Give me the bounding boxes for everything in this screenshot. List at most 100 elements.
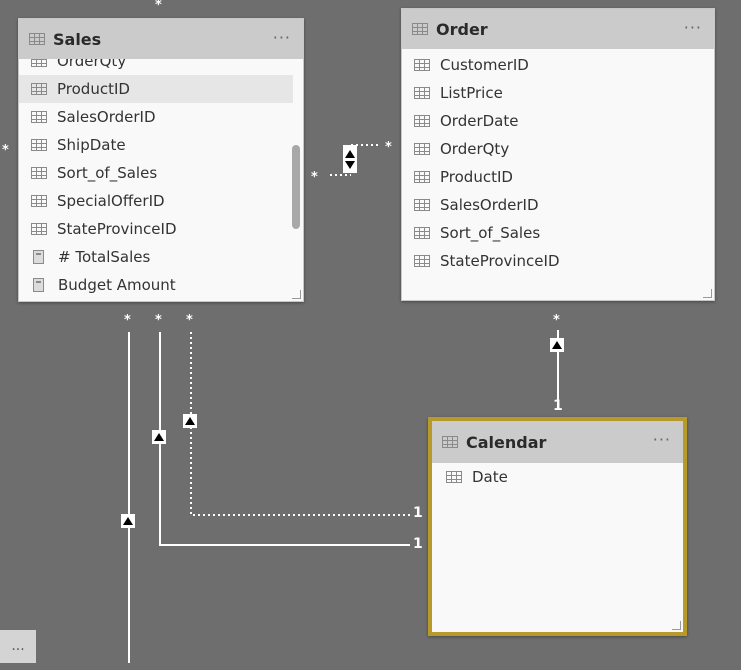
table-icon — [29, 33, 45, 45]
field-budget-amount[interactable]: Budget Amount — [19, 271, 293, 299]
filter-direction-icon[interactable] — [183, 414, 197, 428]
arrow-up-icon — [185, 417, 195, 425]
order-field-list[interactable]: CustomerID ListPrice OrderDate OrderQty … — [402, 51, 714, 300]
cardinality-many: * — [385, 140, 392, 155]
field-label: Budget Amount — [58, 276, 176, 294]
column-icon — [414, 199, 430, 211]
cardinality-many: * — [155, 0, 162, 13]
calendar-table-header[interactable]: Calendar ··· — [432, 421, 683, 463]
filter-direction-icon[interactable] — [152, 430, 166, 444]
field-label: OrderQty — [57, 59, 127, 70]
column-icon — [414, 143, 430, 155]
field-label: ProductID — [440, 168, 513, 186]
arrow-down-icon — [345, 160, 355, 169]
sales-table-header[interactable]: Sales ··· — [19, 19, 303, 59]
field-totalsales[interactable]: # TotalSales — [19, 243, 293, 271]
resize-grip-icon[interactable] — [703, 289, 712, 298]
table-icon — [442, 436, 458, 448]
column-icon — [31, 83, 47, 95]
filter-direction-icon[interactable] — [121, 514, 135, 528]
more-options-icon[interactable]: ··· — [683, 18, 702, 37]
sales-scrollbar[interactable] — [292, 145, 300, 229]
field-label: SalesOrderID — [440, 196, 539, 214]
cardinality-many: * — [124, 313, 131, 328]
sales-table[interactable]: Sales ··· OrderQty ProductID SalesOrderI… — [18, 18, 304, 302]
field-specialofferid[interactable]: SpecialOfferID — [19, 187, 293, 215]
column-icon — [31, 59, 47, 67]
field-date[interactable]: Date — [432, 463, 683, 491]
order-table-title: Order — [436, 19, 488, 39]
field-customerid[interactable]: CustomerID — [402, 51, 714, 79]
column-icon — [31, 195, 47, 207]
column-icon — [414, 255, 430, 267]
field-label: ShipDate — [57, 136, 126, 154]
column-icon — [414, 115, 430, 127]
cardinality-one: 1 — [413, 536, 423, 552]
field-salesorderid[interactable]: SalesOrderID — [402, 191, 714, 219]
field-listprice[interactable]: ListPrice — [402, 79, 714, 107]
order-table[interactable]: Order ··· CustomerID ListPrice OrderDate… — [401, 8, 715, 301]
column-icon — [31, 167, 47, 179]
field-label: StateProvinceID — [57, 220, 177, 238]
filter-direction-icon[interactable] — [550, 338, 564, 352]
field-label: OrderDate — [440, 112, 519, 130]
cardinality-many: * — [186, 313, 193, 328]
column-icon — [414, 87, 430, 99]
column-icon — [31, 139, 47, 151]
calculator-icon — [33, 278, 44, 292]
field-sort-of-sales[interactable]: Sort_of_Sales — [402, 219, 714, 247]
sales-calendar-line-b — [159, 332, 410, 546]
field-label: Date — [472, 468, 508, 486]
more-options-icon[interactable]: ··· — [272, 28, 291, 47]
field-orderqty[interactable]: OrderQty — [402, 135, 714, 163]
more-options-icon[interactable]: ··· — [652, 430, 671, 449]
column-icon — [446, 471, 462, 483]
sales-field-list[interactable]: OrderQty ProductID SalesOrderID ShipDate… — [19, 59, 293, 301]
field-productid[interactable]: ProductID — [402, 163, 714, 191]
field-salesorderid[interactable]: SalesOrderID — [19, 103, 293, 131]
order-table-header[interactable]: Order ··· — [402, 9, 714, 49]
field-orderqty[interactable]: OrderQty — [19, 59, 293, 75]
cardinality-many: * — [2, 143, 9, 158]
more-options-tab[interactable]: ··· — [0, 630, 36, 663]
resize-grip-icon[interactable] — [292, 290, 301, 299]
field-sort-of-sales[interactable]: Sort_of_Sales — [19, 159, 293, 187]
field-orderdate[interactable]: OrderDate — [402, 107, 714, 135]
calendar-table-title: Calendar — [466, 432, 547, 452]
field-shipdate[interactable]: ShipDate — [19, 131, 293, 159]
column-icon — [414, 59, 430, 71]
field-stateprovinceid[interactable]: StateProvinceID — [402, 247, 714, 275]
arrow-up-icon — [552, 341, 562, 349]
column-icon — [31, 111, 47, 123]
resize-grip-icon[interactable] — [672, 621, 681, 630]
field-label: OrderQty — [440, 140, 510, 158]
field-label: ListPrice — [440, 84, 503, 102]
field-label: Sort_of_Sales — [440, 224, 541, 242]
calculator-icon — [33, 250, 44, 264]
calendar-table[interactable]: Calendar ··· Date — [428, 417, 687, 636]
cardinality-many: * — [553, 313, 560, 328]
bidirectional-filter-icon[interactable] — [343, 145, 357, 173]
field-label: ProductID — [57, 80, 130, 98]
cardinality-one: 1 — [553, 398, 563, 414]
field-stateprovinceid[interactable]: StateProvinceID — [19, 215, 293, 243]
arrow-up-icon — [154, 433, 164, 441]
cardinality-one: 1 — [413, 505, 423, 521]
field-label: Sort_of_Sales — [57, 164, 158, 182]
cardinality-many: * — [155, 313, 162, 328]
sales-table-title: Sales — [53, 29, 102, 49]
table-icon — [412, 23, 428, 35]
calendar-field-list[interactable]: Date — [432, 463, 683, 632]
field-label: CustomerID — [440, 56, 529, 74]
arrow-up-icon — [345, 149, 355, 158]
field-productid[interactable]: ProductID — [19, 75, 293, 103]
column-icon — [31, 223, 47, 235]
field-label: # TotalSales — [58, 248, 151, 266]
field-label: SpecialOfferID — [57, 192, 165, 210]
column-icon — [414, 171, 430, 183]
arrow-up-icon — [123, 517, 133, 525]
field-label: SalesOrderID — [57, 108, 156, 126]
field-label: StateProvinceID — [440, 252, 560, 270]
column-icon — [414, 227, 430, 239]
